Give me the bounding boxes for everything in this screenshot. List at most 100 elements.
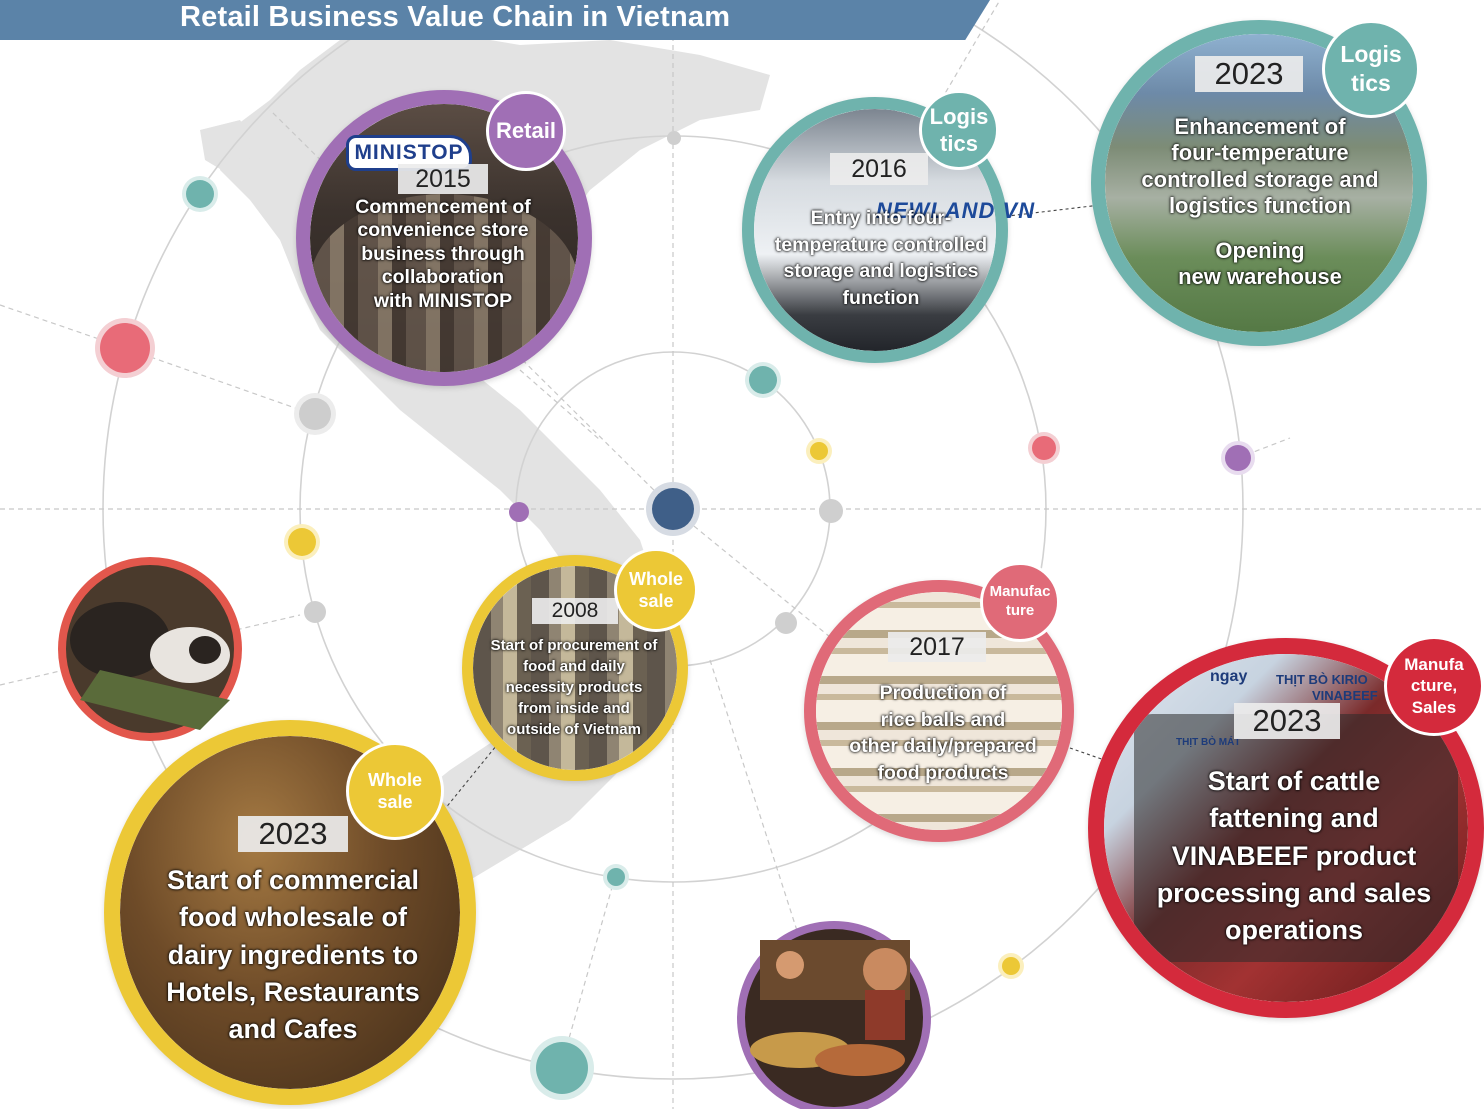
description-2023-manufacture: Start of cattle fattening and VINABEEF p… bbox=[1140, 763, 1448, 949]
description-line: Entry into four- bbox=[810, 207, 952, 229]
badge-line: Logis bbox=[1340, 41, 1402, 68]
tray-label-ngay: ngay bbox=[1210, 668, 1248, 685]
newland-truck-logo: NEWLAND VN bbox=[876, 198, 1036, 223]
dot-grey-lower bbox=[775, 612, 797, 634]
badge-line: Sales bbox=[1411, 697, 1457, 717]
connector-left-mid bbox=[124, 347, 316, 416]
description-line: Enhancement of bbox=[1174, 114, 1346, 139]
category-badge-logistics-2016: Logis tics bbox=[919, 90, 999, 170]
dot-teal-left-core bbox=[186, 180, 214, 208]
leader-wholesale bbox=[439, 734, 506, 816]
title-bar bbox=[0, 0, 990, 40]
axis-diagonal-se bbox=[672, 508, 1031, 801]
photo-circle-cattle bbox=[58, 557, 242, 741]
year-label-2016: 2016 bbox=[830, 153, 928, 185]
description-line: VINABEEF product bbox=[1171, 840, 1417, 871]
dot-yellow-mid bbox=[810, 442, 828, 460]
category-badge-manufacture-sales-2023: Manufa cture, Sales bbox=[1384, 636, 1484, 736]
year-label-2023-wholesale: 2023 bbox=[238, 816, 348, 852]
dot-red-left bbox=[100, 323, 150, 373]
description-line: temperature controlled bbox=[774, 233, 988, 256]
description-line: business through bbox=[361, 242, 525, 265]
axis-diagonal-ne bbox=[899, 0, 1001, 171]
dot-red-right bbox=[1032, 436, 1056, 460]
badge-line: Manufac bbox=[989, 583, 1051, 601]
tray-label-vinabeef: VINABEEF bbox=[1312, 688, 1378, 703]
description-line: logistics function bbox=[1168, 193, 1352, 219]
category-badge-retail: Retail bbox=[486, 91, 566, 171]
year-label-2023-logistics: 2023 bbox=[1195, 56, 1303, 92]
description-line: Hotels, Restaurants bbox=[166, 976, 420, 1007]
dot-grey-top bbox=[667, 131, 681, 145]
category-badge-wholesale-2008: Whole sale bbox=[614, 548, 698, 632]
description-line: storage and logistics bbox=[783, 260, 979, 283]
description-line: fattening and bbox=[1209, 803, 1379, 834]
description-line: processing and sales bbox=[1156, 877, 1432, 908]
description-line: new warehouse bbox=[1178, 264, 1342, 290]
description-line: Start of procurement of bbox=[490, 637, 658, 654]
photo-circle-street-food bbox=[737, 921, 931, 1109]
category-badge-logistics-2023: Logis tics bbox=[1322, 20, 1420, 118]
store-shelves bbox=[310, 194, 578, 372]
badge-line: Whole bbox=[368, 769, 422, 790]
dot-purple-mid bbox=[509, 502, 529, 522]
dot-grey-left bbox=[299, 398, 331, 430]
year-label-2008: 2008 bbox=[532, 598, 618, 624]
description-line: function bbox=[842, 287, 920, 310]
dot-yellow-bottom bbox=[1002, 957, 1020, 975]
dot-teal-bottom bbox=[607, 868, 625, 886]
description-line: and Cafes bbox=[228, 1014, 358, 1044]
tray-label-kirio: THỊT BÒ KIRIO bbox=[1276, 672, 1368, 687]
tray-label-thit-bo-mat: THỊT BÒ MÁT bbox=[1176, 737, 1241, 748]
description-line: Start of commercial bbox=[166, 865, 420, 895]
connector-bottom-left bbox=[559, 876, 616, 1071]
year-label-2015: 2015 bbox=[398, 164, 488, 194]
meat-tray bbox=[1134, 714, 1458, 962]
description-line: Production of bbox=[879, 682, 1007, 704]
badge-line: cture, bbox=[1410, 676, 1458, 696]
category-badge-manufacture-2017: Manufac ture bbox=[980, 562, 1060, 642]
description-line: Opening bbox=[1215, 238, 1305, 263]
vietnam-island-shape bbox=[200, 120, 260, 175]
description-2023-logistics: Enhancement of four-temperature controll… bbox=[1112, 114, 1408, 220]
description-2016: Entry into four- temperature controlled … bbox=[758, 205, 1004, 312]
leader-manufacture bbox=[1069, 747, 1111, 763]
center-dot-core bbox=[652, 488, 694, 530]
description-line: with MINISTOP bbox=[373, 289, 513, 312]
year-label-2023-manufacture: 2023 bbox=[1234, 703, 1340, 739]
dot-yellow-left bbox=[288, 528, 316, 556]
dot-grey-left-small bbox=[304, 601, 326, 623]
description-line: Commencement of bbox=[355, 196, 531, 218]
description-line: Start of cattle bbox=[1207, 766, 1381, 796]
description-2015: Commencement of convenience store busine… bbox=[318, 196, 568, 313]
description-line: convenience store bbox=[357, 219, 529, 242]
description-line: collaboration bbox=[381, 266, 505, 289]
description-line: food wholesale of bbox=[178, 902, 407, 933]
badge-line: ture bbox=[1005, 602, 1035, 619]
description-line: from inside and bbox=[518, 700, 630, 717]
badge-line: Manufa bbox=[1404, 655, 1464, 675]
dot-teal-large-bottom bbox=[536, 1042, 588, 1094]
leader-logistics bbox=[999, 204, 1101, 218]
description-2023-logistics-warehouse: Opening new warehouse bbox=[1112, 238, 1408, 291]
description-line: four-temperature bbox=[1171, 140, 1349, 166]
dot-purple-right bbox=[1225, 445, 1251, 471]
description-line: operations bbox=[1224, 915, 1364, 945]
description-line: controlled storage and bbox=[1141, 166, 1379, 192]
description-line: other daily/prepared bbox=[849, 735, 1037, 758]
description-2023-wholesale: Start of commercial food wholesale of da… bbox=[124, 862, 462, 1048]
description-2008: Start of procurement of food and daily n… bbox=[474, 635, 674, 740]
badge-line: Logis bbox=[929, 103, 989, 129]
badge-line: sale bbox=[638, 591, 674, 611]
category-badge-wholesale-2023: Whole sale bbox=[346, 742, 444, 840]
description-line: food products bbox=[877, 762, 1009, 785]
description-line: dairy ingredients to bbox=[167, 939, 419, 970]
page-title: Retail Business Value Chain in Vietnam bbox=[180, 1, 731, 33]
dot-grey-mid bbox=[819, 499, 843, 523]
badge-line: tics bbox=[940, 131, 978, 156]
description-line: rice balls and bbox=[880, 708, 1006, 731]
year-label-2017: 2017 bbox=[888, 632, 986, 662]
badge-line: tics bbox=[1351, 70, 1391, 96]
description-line: food and daily bbox=[523, 658, 625, 675]
dot-teal-mid bbox=[749, 366, 777, 394]
